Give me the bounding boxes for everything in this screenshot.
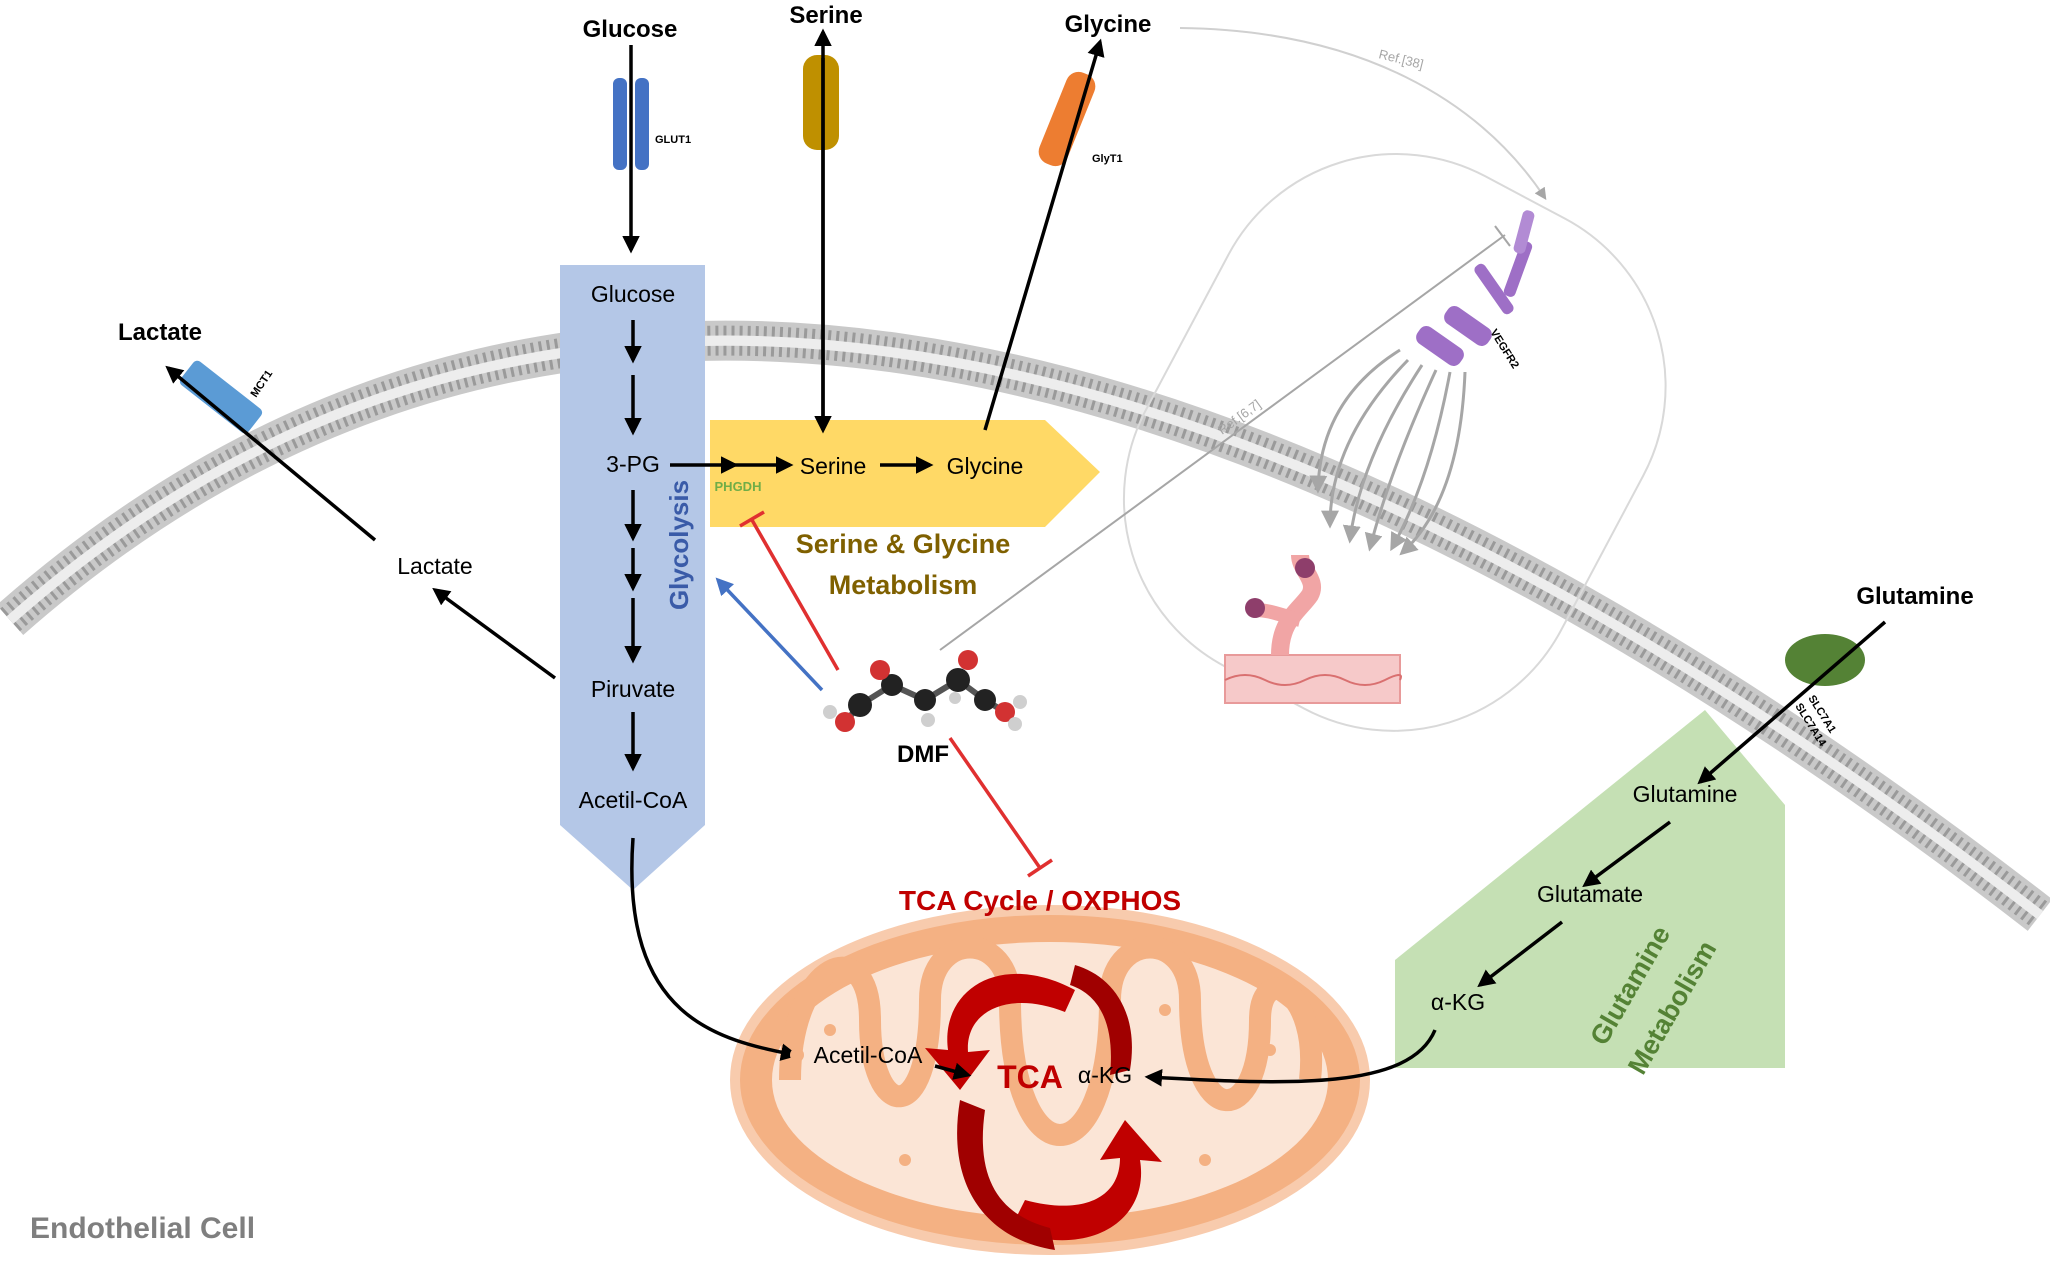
glycolysis-title: Glycolysis (664, 480, 694, 610)
glycolysis-piruvate: Piruvate (591, 676, 675, 702)
dmf-label: DMF (897, 741, 949, 768)
vegfr2-receptor-icon (1416, 210, 1535, 366)
glut1-label: GLUT1 (655, 134, 691, 146)
glut1-transporter-icon (613, 78, 649, 170)
vegfr2-signal-arrows (1309, 348, 1467, 556)
glycine-inside-label: Glycine (947, 453, 1024, 479)
dmf-activation-arrow (715, 577, 824, 692)
serine-glycine-title-line1: Serine & Glycine (796, 529, 1011, 559)
glutamine-akg-label: α-KG (1431, 989, 1485, 1015)
glycolysis-glucose: Glucose (591, 281, 675, 307)
serine-transporter-icon (803, 55, 839, 150)
endothelial-cell-label: Endothelial Cell (30, 1212, 255, 1245)
glutamate-label: Glutamate (1537, 881, 1643, 907)
serine-glycine-title-line2: Metabolism (829, 570, 978, 600)
glyt1-transporter-icon (1038, 71, 1096, 167)
dmf-molecule-icon (823, 650, 1027, 732)
vegfr2-label: VEGFR2 (1487, 327, 1521, 371)
glutamine-inside-label: Glutamine (1633, 781, 1738, 807)
glycolysis-3pg: 3-PG (606, 451, 660, 477)
angiogenesis-inset (939, 27, 1667, 732)
outside-glucose-label: Glucose (583, 16, 678, 43)
serine-glycine-panel (710, 420, 1100, 527)
outside-glycine-label: Glycine (1065, 11, 1152, 38)
mct1-label: MCT1 (249, 368, 276, 400)
serine-inside-label: Serine (800, 453, 866, 479)
flux-arrows (165, 28, 1887, 1087)
mct1-transporter-icon (179, 360, 263, 434)
mito-acetilcoa: Acetil-CoA (814, 1042, 923, 1068)
outside-glutamine-label: Glutamine (1856, 583, 1973, 610)
outside-serine-label: Serine (789, 2, 862, 29)
sprouting-vessel-icon (1224, 553, 1402, 704)
dmf-inhibition-arrows (739, 510, 1053, 878)
mito-akg: α-KG (1078, 1062, 1132, 1088)
glyt1-label: GlyT1 (1092, 153, 1123, 165)
cell-membrane (0, 320, 2050, 931)
outside-lactate-label: Lactate (118, 319, 202, 346)
tca-oxphos-title: TCA Cycle / OXPHOS (899, 885, 1181, 916)
slc7a-transporter-icon (1785, 634, 1865, 686)
phgdh-enzyme-label: PHGDH (715, 479, 762, 494)
tca-center-label: TCA (997, 1059, 1063, 1095)
glycolysis-acetilcoa: Acetil-CoA (579, 787, 688, 813)
lactate-inside-label: Lactate (397, 553, 472, 579)
tca-cycle-arrows (925, 965, 1162, 1250)
acetilcoa-dot (790, 1048, 804, 1062)
